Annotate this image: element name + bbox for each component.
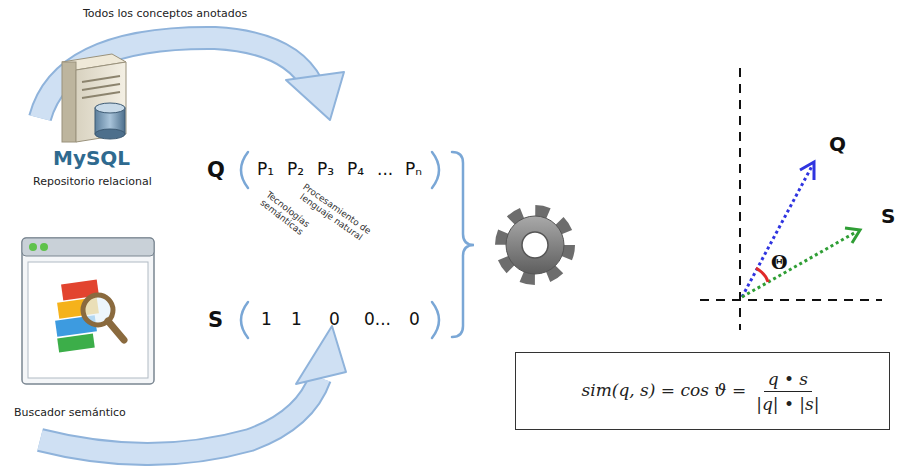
axis-label: S [881,205,895,228]
vector-value: 0... [364,310,391,330]
formula-box: sim(q, s) = cos ϑ = q • s|q| • |s| [515,352,890,430]
vector-component: P₄ [347,160,364,180]
arrow-label: Todos los conceptos anotados [83,8,247,21]
vector-value: 0 [329,310,340,330]
vector-value: 1 [261,310,272,330]
vector-value: 0 [409,310,420,330]
numerator: q • s [764,369,812,392]
vector-plot [700,68,882,330]
component-note: Procesamiento de lenguaje natural [289,178,379,249]
flow-arrow [40,326,346,454]
vector-bracket [241,152,474,338]
formula-lhs: sim(q, s) = cos ϑ = [581,380,746,400]
angle-label: Θ [771,252,788,274]
vector-component: P₃ [317,160,334,180]
gear-icon [502,212,568,278]
axis-label: Q [829,133,846,156]
formula: sim(q, s) = cos ϑ = q • s|q| • |s| [581,369,823,414]
ellipsis: ... [377,160,393,180]
vector-component: P₁ [257,160,274,180]
icon-caption: Buscador semántico [14,407,126,420]
vector-name: S [208,308,223,332]
fraction: q • s|q| • |s| [752,369,823,414]
vector-value: 1 [291,310,302,330]
vector-name: Q [207,158,225,182]
vector-component: P₂ [287,160,304,180]
logo-text: MySQL [53,147,130,170]
icon-caption: Repositorio relacional [33,176,152,189]
vector-component: Pₙ [405,160,422,180]
browser-icon [22,238,154,384]
server-icon [62,54,126,142]
denominator: |q| • |s| [752,392,823,414]
